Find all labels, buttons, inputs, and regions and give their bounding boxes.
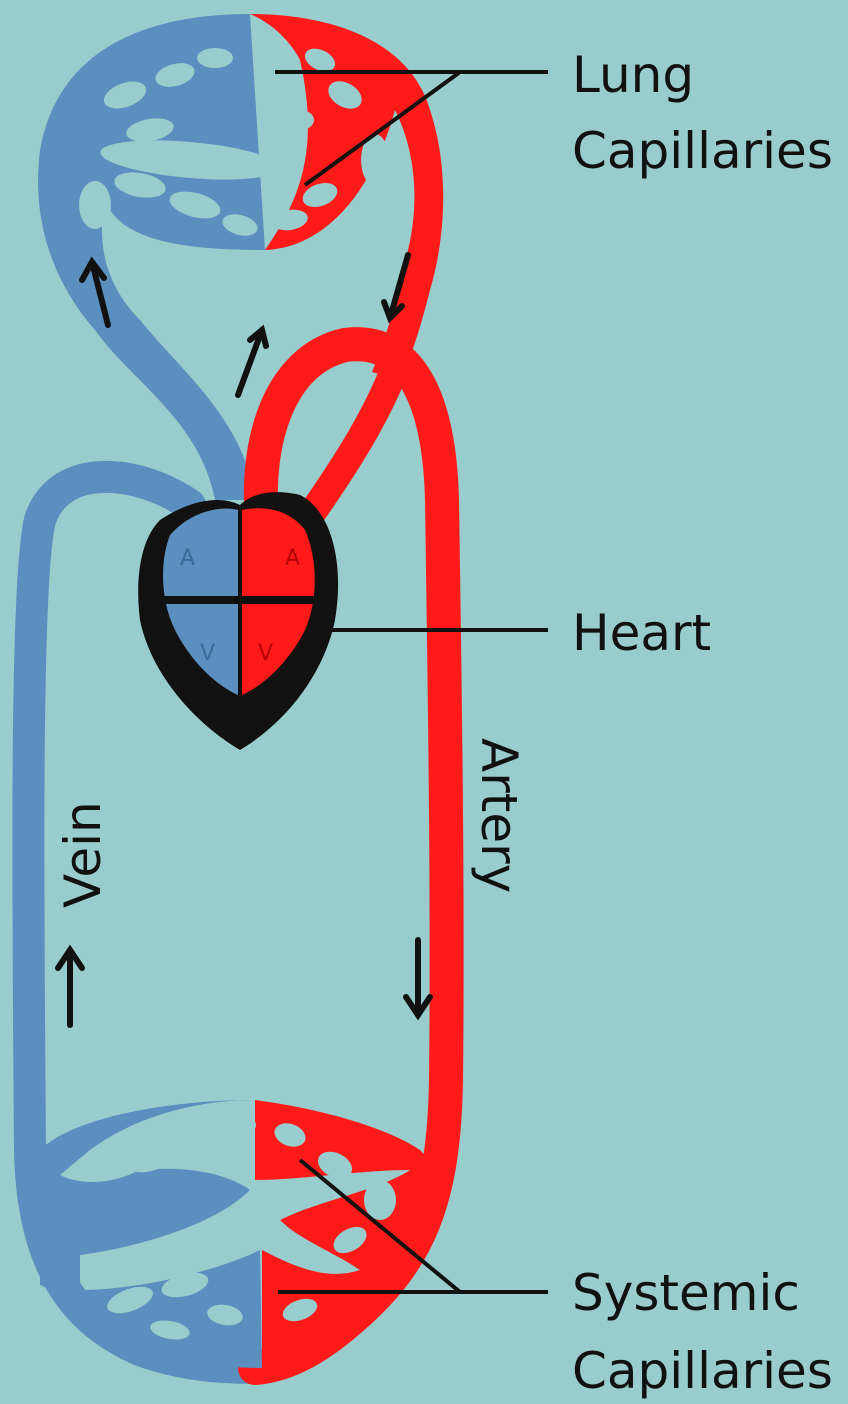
arrow-up-icon: [58, 950, 82, 1025]
arrow-up-icon: [238, 330, 266, 395]
right-atrium-label: A: [180, 546, 195, 571]
heart: A V A V: [138, 492, 338, 750]
systemic-capillaries-label-line2: Capillaries: [572, 1342, 833, 1400]
vein-label: Vein: [54, 801, 112, 908]
lung-capillaries-label-line1: Lung: [572, 46, 694, 104]
arrow-down-icon: [406, 940, 430, 1015]
lung-capillaries-blue: [38, 14, 265, 500]
heart-label: Heart: [572, 604, 711, 662]
lung-capillaries-red: [250, 14, 443, 380]
right-ventricle-label: V: [200, 641, 215, 666]
systemic-capillaries-label-line1: Systemic: [572, 1264, 800, 1322]
left-ventricle-label: V: [258, 641, 273, 666]
left-atrium-label: A: [285, 546, 300, 571]
artery-label: Artery: [470, 738, 528, 893]
lung-capillaries-label-line2: Capillaries: [572, 122, 833, 180]
pulmonary-vein: [300, 360, 398, 530]
